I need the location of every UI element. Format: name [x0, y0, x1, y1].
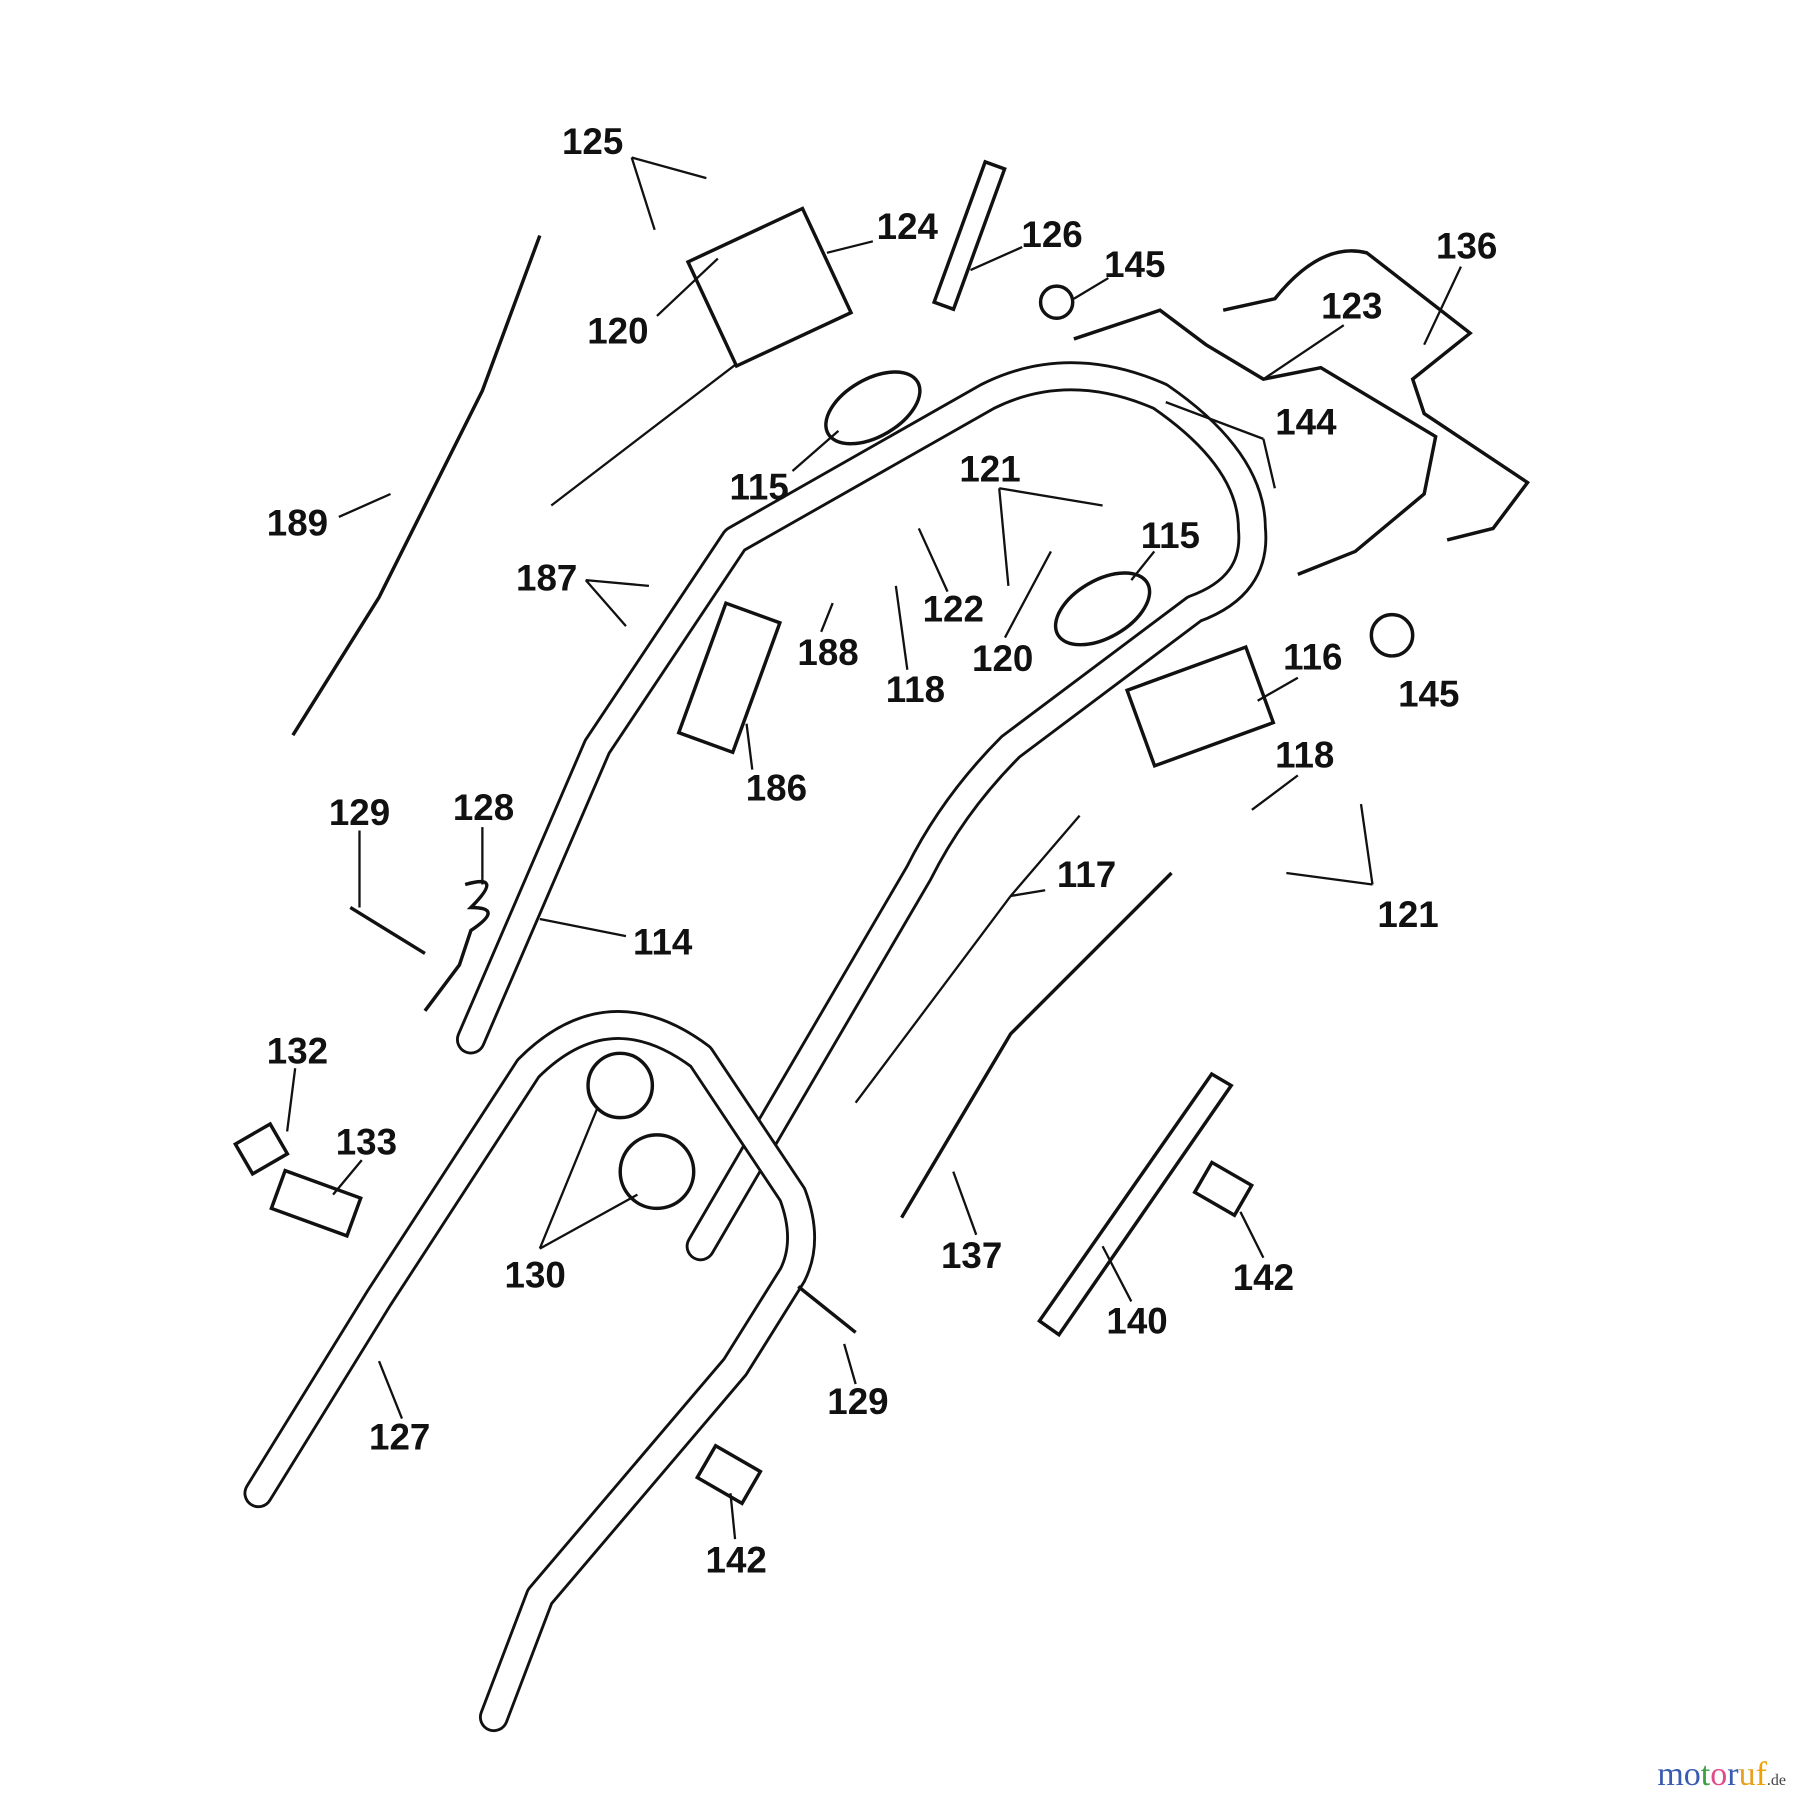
watermark-letter: o — [1710, 1756, 1728, 1793]
label-120: 120 — [587, 311, 648, 352]
label-140: 140 — [1106, 1301, 1167, 1342]
cable-117 — [854, 814, 1081, 1104]
label-129: 129 — [827, 1381, 888, 1422]
label-118: 118 — [1275, 734, 1334, 775]
pulley-130b — [618, 1133, 696, 1211]
rack-140 — [1037, 1071, 1234, 1338]
label-124: 124 — [877, 206, 939, 247]
bolt-129a — [349, 905, 426, 955]
clamp-115b — [1053, 571, 1152, 647]
label-117: 117 — [1057, 854, 1116, 895]
label-145: 145 — [1104, 244, 1165, 285]
label-142: 142 — [706, 1539, 767, 1580]
label-132: 132 — [267, 1031, 328, 1072]
watermark-letter: r — [1727, 1756, 1739, 1793]
throttle-lever-124 — [685, 206, 854, 369]
label-125: 125 — [562, 121, 623, 162]
clip-142b — [694, 1443, 763, 1506]
watermark-letter: f — [1755, 1756, 1767, 1793]
label-136: 136 — [1436, 226, 1497, 267]
upper-handle-114 — [455, 361, 1268, 1262]
label-115: 115 — [730, 467, 789, 508]
bolt-129b — [797, 1285, 857, 1334]
label-120: 120 — [972, 638, 1033, 679]
label-121: 121 — [959, 448, 1020, 489]
washer-145 — [1038, 284, 1075, 320]
label-186: 186 — [746, 768, 807, 809]
switch-116 — [1124, 644, 1276, 769]
lower-handle-127 — [243, 1010, 817, 1733]
label-144: 144 — [1275, 401, 1337, 442]
label-123: 123 — [1321, 285, 1382, 326]
cable-clip-186 — [676, 600, 783, 755]
leader-lines — [285, 156, 1462, 1540]
watermark-text: motoruf — [1657, 1756, 1767, 1793]
part-labels: 125 124 126 145 136 123 120 115 144 121 … — [267, 121, 1498, 1580]
lever-126 — [931, 159, 1007, 312]
label-142: 142 — [1233, 1257, 1294, 1298]
bail-bar-123 — [1073, 308, 1438, 576]
cable-throttle — [550, 355, 748, 507]
label-115: 115 — [1141, 515, 1200, 556]
label-187: 187 — [516, 557, 577, 598]
pulley-130a — [586, 1051, 655, 1120]
watermark-letter: m — [1657, 1756, 1684, 1793]
clip-132 — [232, 1121, 290, 1177]
label-118: 118 — [886, 669, 945, 710]
cable-137 — [900, 871, 1173, 1219]
clamp-115a — [824, 370, 922, 446]
label-127: 127 — [369, 1417, 430, 1458]
cap-145 — [1369, 612, 1415, 658]
label-129: 129 — [329, 792, 390, 833]
label-137: 137 — [941, 1235, 1002, 1276]
label-114: 114 — [633, 922, 693, 963]
watermark-letter: u — [1738, 1756, 1756, 1793]
label-189: 189 — [267, 502, 328, 543]
label-116: 116 — [1283, 637, 1342, 678]
label-122: 122 — [923, 588, 984, 629]
cable-189 — [291, 234, 542, 737]
label-126: 126 — [1021, 214, 1082, 255]
watermark-suffix: .de — [1766, 1772, 1786, 1789]
label-145: 145 — [1398, 673, 1459, 714]
watermark-logo: motoruf.de — [1657, 1756, 1786, 1794]
label-130: 130 — [505, 1255, 566, 1296]
plate-133 — [269, 1168, 363, 1239]
watermark-letter: t — [1700, 1756, 1711, 1793]
watermark-letter: o — [1683, 1756, 1701, 1793]
label-121: 121 — [1377, 894, 1438, 935]
label-133: 133 — [336, 1121, 397, 1162]
clip-142a — [1192, 1160, 1255, 1218]
bail-bar-136 — [1222, 249, 1531, 542]
label-128: 128 — [453, 787, 514, 828]
label-188: 188 — [797, 632, 858, 673]
